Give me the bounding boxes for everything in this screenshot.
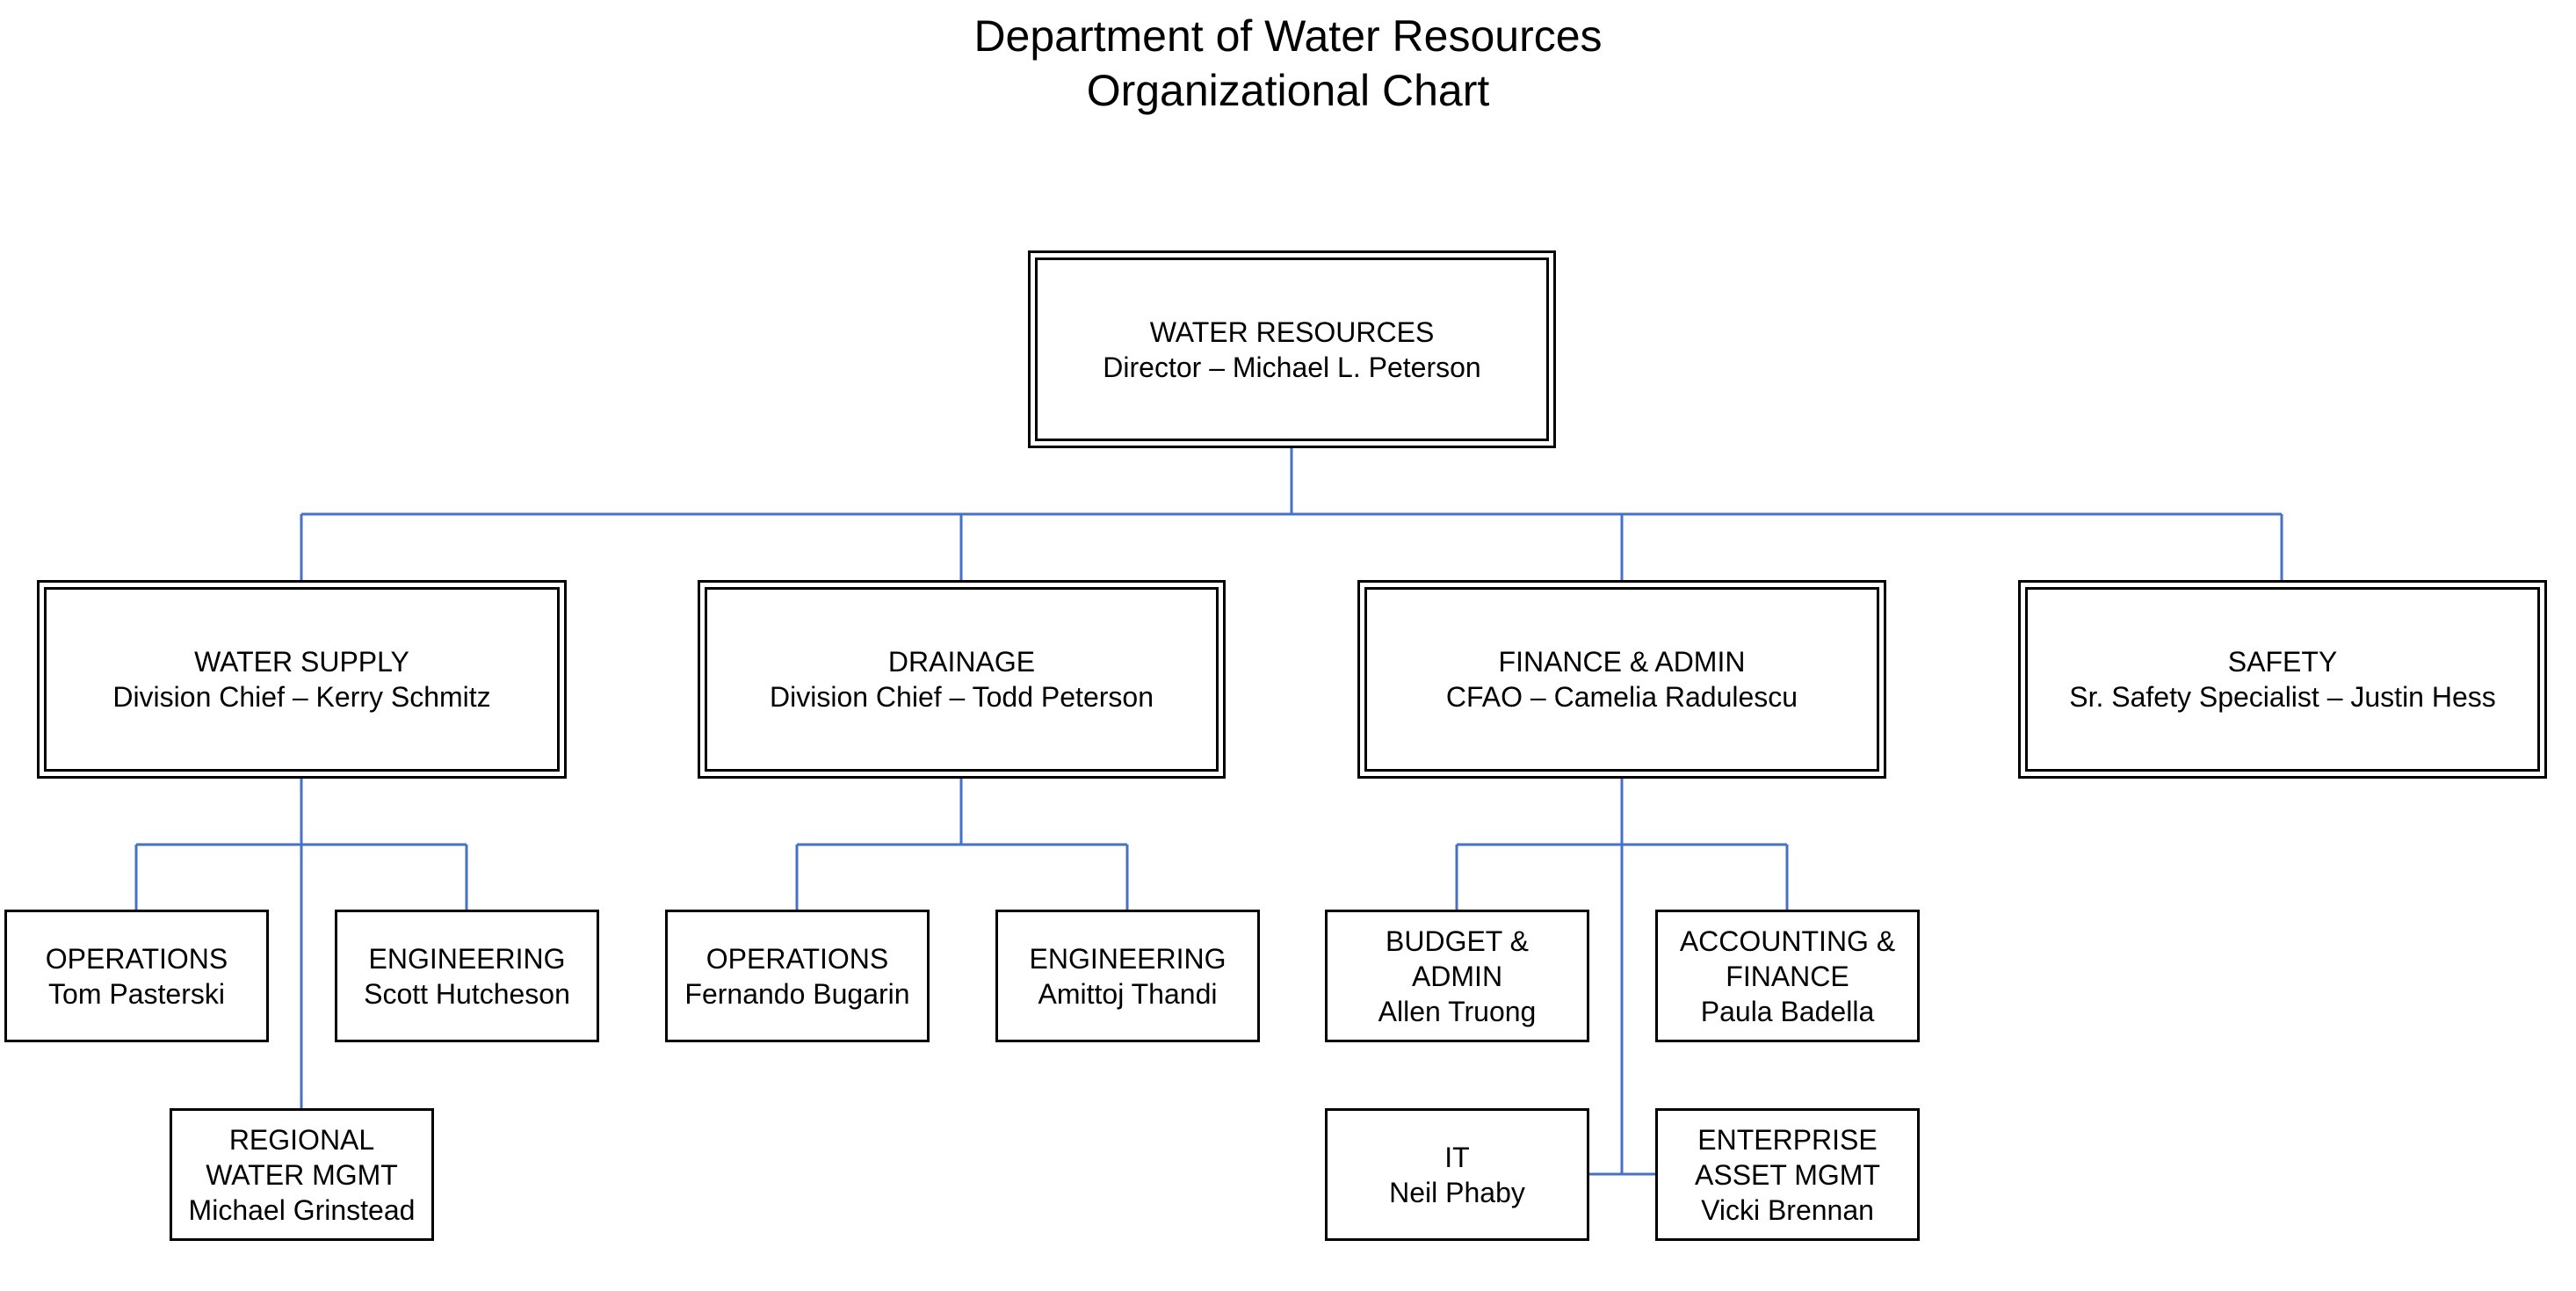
node-fa-enterprise-asset-mgmt: ENTERPRISE ASSET MGMT Vicki Brennan bbox=[1655, 1108, 1920, 1241]
unit-title: OPERATIONS bbox=[706, 942, 889, 975]
unit-title: OPERATIONS bbox=[45, 942, 228, 975]
unit-title-line-2: ADMIN bbox=[1411, 960, 1503, 992]
node-division-safety: SAFETY Sr. Safety Specialist – Justin He… bbox=[2018, 580, 2547, 779]
node-dr-engineering: ENGINEERING Amittoj Thandi bbox=[995, 910, 1260, 1042]
division-person: Division Chief – Kerry Schmitz bbox=[112, 681, 491, 713]
node-division-drainage: DRAINAGE Division Chief – Todd Peterson bbox=[698, 580, 1226, 779]
node-fa-accounting-finance: ACCOUNTING & FINANCE Paula Badella bbox=[1655, 910, 1920, 1042]
unit-title: IT bbox=[1444, 1141, 1470, 1173]
unit-title: ENGINEERING bbox=[1029, 942, 1226, 975]
division-title: SAFETY bbox=[2227, 646, 2338, 678]
node-fa-budget-admin: BUDGET & ADMIN Allen Truong bbox=[1325, 910, 1589, 1042]
node-division-finance-admin: FINANCE & ADMIN CFAO – Camelia Radulescu bbox=[1357, 580, 1886, 779]
unit-person: Fernando Bugarin bbox=[684, 977, 910, 1010]
node-director: WATER RESOURCES Director – Michael L. Pe… bbox=[1028, 250, 1556, 448]
unit-person: Tom Pasterski bbox=[48, 977, 225, 1010]
unit-title-line-1: ACCOUNTING & bbox=[1679, 925, 1896, 957]
unit-title-line-2: ASSET MGMT bbox=[1695, 1158, 1880, 1191]
unit-person: Vicki Brennan bbox=[1701, 1193, 1874, 1226]
unit-person: Michael Grinstead bbox=[188, 1193, 416, 1226]
unit-person: Scott Hutcheson bbox=[364, 977, 570, 1010]
unit-title-line-1: BUDGET & bbox=[1386, 925, 1529, 957]
unit-title: ENGINEERING bbox=[368, 942, 566, 975]
chart-title: Department of Water Resources Organizati… bbox=[0, 9, 2576, 118]
division-person: CFAO – Camelia Radulescu bbox=[1445, 681, 1798, 713]
node-director-title: WATER RESOURCES bbox=[1149, 315, 1435, 348]
unit-person: Neil Phaby bbox=[1389, 1176, 1525, 1208]
node-dr-operations: OPERATIONS Fernando Bugarin bbox=[665, 910, 930, 1042]
unit-title-line-2: FINANCE bbox=[1726, 960, 1849, 992]
node-fa-it: IT Neil Phaby bbox=[1325, 1108, 1589, 1241]
division-title: FINANCE & ADMIN bbox=[1498, 646, 1746, 678]
unit-title-line-1: REGIONAL bbox=[228, 1123, 375, 1156]
node-ws-regional-water-mgmt: REGIONAL WATER MGMT Michael Grinstead bbox=[170, 1108, 434, 1241]
chart-title-line-1: Department of Water Resources bbox=[973, 11, 1603, 61]
division-person: Sr. Safety Specialist – Justin Hess bbox=[2069, 681, 2496, 713]
division-title: DRAINAGE bbox=[887, 646, 1036, 678]
node-division-water-supply: WATER SUPPLY Division Chief – Kerry Schm… bbox=[37, 580, 567, 779]
node-ws-operations: OPERATIONS Tom Pasterski bbox=[4, 910, 269, 1042]
unit-title-line-2: WATER MGMT bbox=[206, 1158, 398, 1191]
division-title: WATER SUPPLY bbox=[194, 646, 409, 678]
unit-title-line-1: ENTERPRISE bbox=[1697, 1123, 1878, 1156]
node-ws-engineering: ENGINEERING Scott Hutcheson bbox=[335, 910, 599, 1042]
node-director-person: Director – Michael L. Peterson bbox=[1103, 351, 1481, 383]
division-person: Division Chief – Todd Peterson bbox=[770, 681, 1154, 713]
chart-title-line-2: Organizational Chart bbox=[1086, 66, 1490, 115]
unit-person: Amittoj Thandi bbox=[1038, 977, 1218, 1010]
unit-person: Allen Truong bbox=[1378, 995, 1537, 1027]
unit-person: Paula Badella bbox=[1700, 995, 1875, 1027]
